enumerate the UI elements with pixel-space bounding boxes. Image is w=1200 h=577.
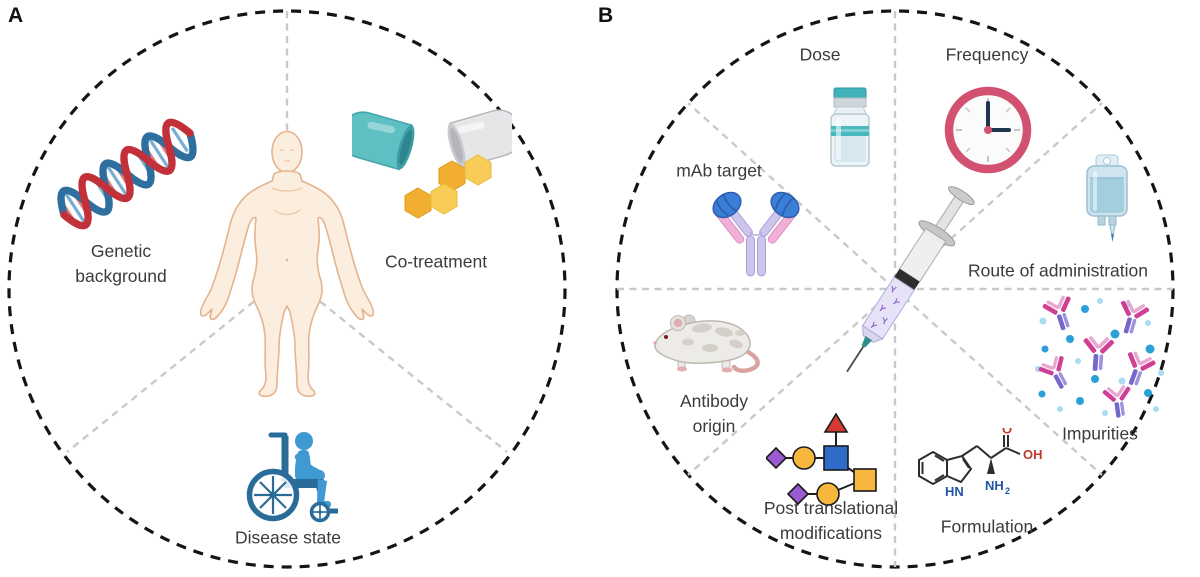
svg-text:HN: HN bbox=[945, 484, 964, 499]
impurity-dots-light bbox=[1035, 298, 1164, 416]
sector-label-genetic-background: Genetic background bbox=[75, 241, 167, 286]
capsule-half-white bbox=[447, 109, 512, 169]
sector-label-impurities: Impurities bbox=[1062, 423, 1138, 444]
mouse-icon bbox=[653, 314, 760, 374]
syringe-drug-antibody-glyphs: Y Y Y Y Y bbox=[868, 284, 902, 331]
chemical-hexagons bbox=[404, 154, 492, 219]
wheelchair-small-wheel bbox=[309, 501, 331, 523]
antibody-impurities-icon bbox=[1035, 293, 1164, 420]
antibody-antigen-icon bbox=[712, 191, 800, 277]
svg-text:OH: OH bbox=[1023, 447, 1043, 462]
sector-label-co-treatment: Co-treatment bbox=[384, 251, 488, 272]
panel-a-dividers bbox=[66, 11, 508, 453]
body-detail-lines bbox=[271, 149, 303, 216]
iv-bag-icon bbox=[1086, 154, 1128, 242]
panel-b-label: B bbox=[598, 4, 614, 27]
sector-label-antibody-origin: Antibody origin bbox=[679, 391, 749, 436]
sector-label-post-translational-modifications: Post translational modifications bbox=[763, 498, 899, 543]
human-body bbox=[200, 130, 374, 398]
svg-text:Y: Y bbox=[876, 303, 887, 314]
wheelchair-icon bbox=[246, 432, 338, 523]
svg-text:O: O bbox=[1002, 428, 1012, 437]
impurity-dots bbox=[1038, 305, 1155, 405]
svg-text:Y: Y bbox=[890, 297, 902, 308]
sector-label-frequency: Frequency bbox=[945, 44, 1029, 65]
svg-text:Y: Y bbox=[868, 320, 879, 331]
glycan-icon bbox=[766, 412, 877, 506]
panel-a-label: A bbox=[8, 4, 24, 27]
svg-text:2: 2 bbox=[1005, 486, 1010, 496]
molecule-icon: O OH HN NH 2 bbox=[918, 428, 1043, 499]
sector-label-mab-target: mAb target bbox=[676, 160, 762, 181]
vial-icon bbox=[830, 87, 870, 167]
svg-text:Y: Y bbox=[881, 316, 889, 327]
capsules-icon bbox=[352, 109, 512, 219]
syringe: Y Y Y Y Y bbox=[846, 186, 975, 373]
dna-icon bbox=[57, 118, 197, 230]
mouse-fur-patches bbox=[682, 323, 745, 352]
antigen-left bbox=[712, 191, 742, 219]
svg-text:NH: NH bbox=[985, 478, 1004, 493]
sector-label-dose: Dose bbox=[799, 44, 841, 65]
svg-text:Y: Y bbox=[889, 284, 898, 295]
capsule-half-teal bbox=[352, 111, 415, 171]
sector-label-disease-state: Disease state bbox=[234, 527, 342, 548]
panel-a-circle bbox=[7, 9, 567, 569]
clock-icon bbox=[944, 86, 1032, 174]
sector-label-formulation: Formulation bbox=[940, 516, 1034, 537]
sector-label-route-of-administration: Route of administration bbox=[968, 260, 1148, 281]
wheelchair-person-head bbox=[295, 432, 313, 450]
antigen-right bbox=[770, 191, 800, 219]
wheelchair-big-wheel bbox=[246, 468, 300, 522]
